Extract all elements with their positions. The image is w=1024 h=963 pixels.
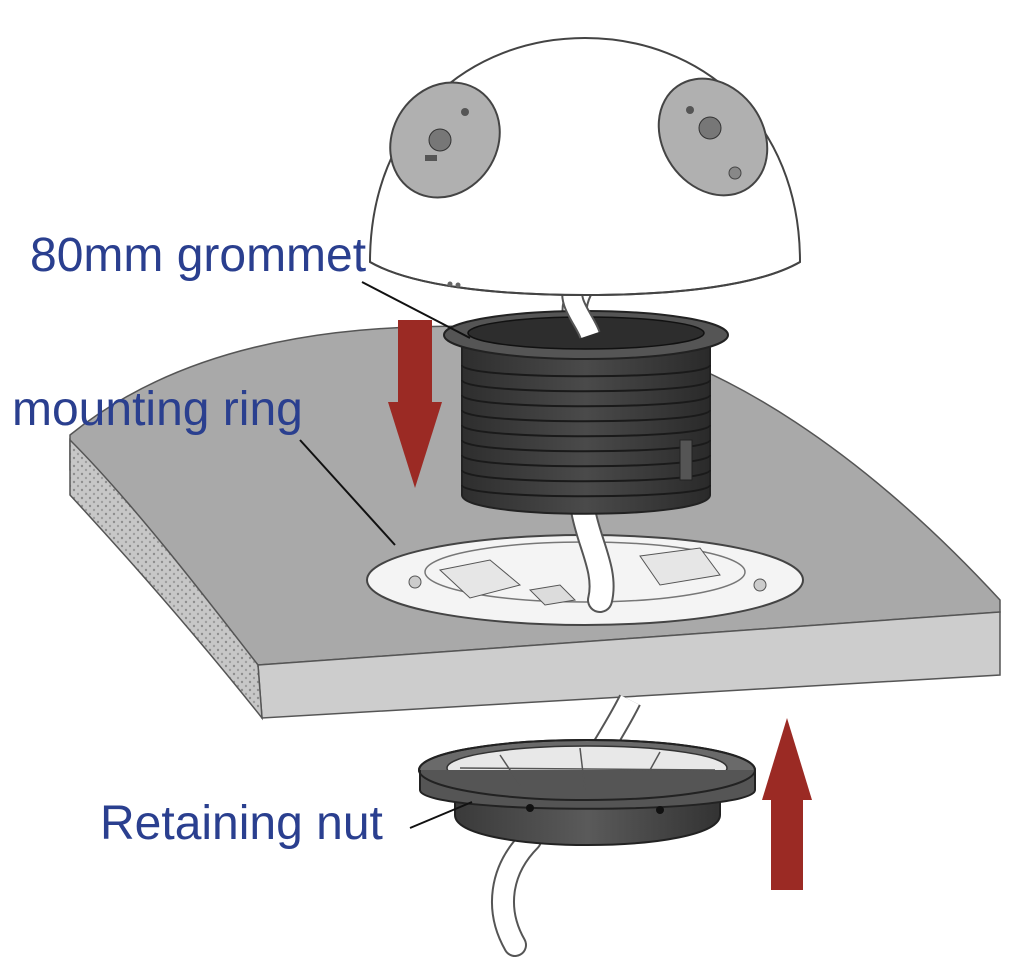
retaining-nut-label: Retaining nut bbox=[100, 797, 383, 850]
grommet-body bbox=[443, 310, 729, 515]
ring-leader-line bbox=[299, 439, 396, 546]
mounting-ring-label: mounting ring bbox=[12, 383, 303, 436]
desk-side-edge bbox=[69, 438, 263, 721]
mounting-ring bbox=[366, 534, 804, 626]
retaining-nut bbox=[418, 739, 756, 846]
up-arrow bbox=[762, 718, 812, 890]
down-arrow bbox=[388, 320, 442, 488]
nut-leader-line bbox=[409, 801, 473, 829]
grommet-label: 80mm grommet bbox=[30, 229, 367, 282]
grommet-leader-line bbox=[361, 281, 471, 339]
socket-dome bbox=[368, 36, 802, 297]
grommet-ribs bbox=[461, 364, 711, 498]
socket-plate-left bbox=[389, 81, 501, 199]
socket-plate-right bbox=[657, 77, 769, 197]
